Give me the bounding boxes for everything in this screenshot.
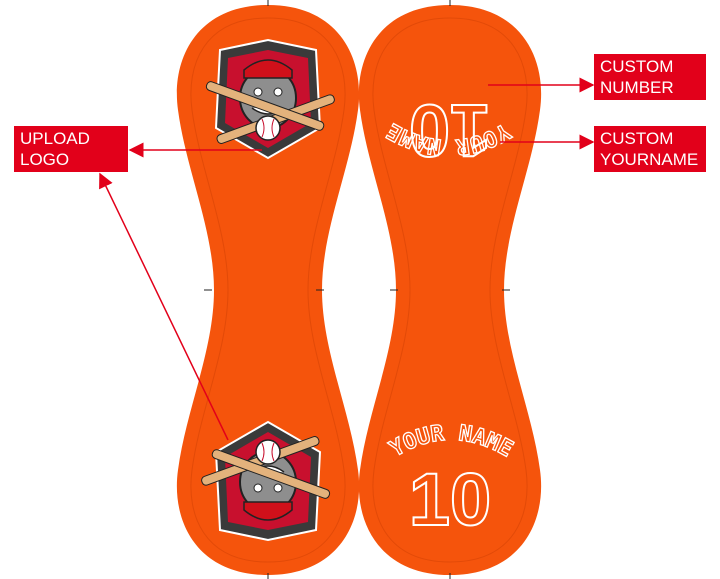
label-line: YOURNAME [600,150,699,169]
number-text-bottom: 10 [409,458,491,541]
number-text-top: 10 [409,89,491,172]
upload-logo-label: UPLOAD LOGO [14,126,128,172]
custom-yourname-label: CUSTOM YOURNAME [594,126,706,172]
left-panel [176,5,360,575]
label-line: CUSTOM [600,57,674,76]
label-line: NUMBER [600,78,674,97]
notch-marks [204,0,510,579]
label-line: CUSTOM [600,129,674,148]
right-panel: YOUR NAME 10 YOUR NAME 10 [358,5,542,575]
label-line: LOGO [20,150,70,169]
callout-arrows [99,77,595,441]
label-line: UPLOAD [20,129,90,148]
custom-number-label: CUSTOM NUMBER [594,54,706,100]
